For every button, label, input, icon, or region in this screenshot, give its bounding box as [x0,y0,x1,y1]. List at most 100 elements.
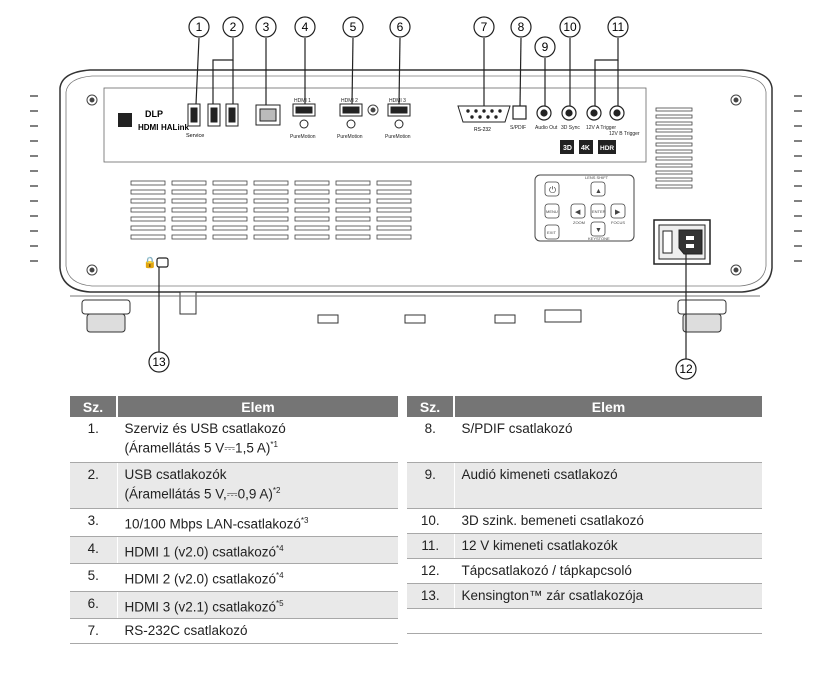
header-item: Elem [453,396,762,417]
arrow-down-icon: ▼ [595,227,602,234]
table-row: 8. S/PDIF csatlakozó [407,417,762,463]
callout-4: 4 [294,16,316,38]
arrow-right-icon: ▶ [615,209,621,216]
puremotion-label-1: PureMotion [290,134,316,140]
row-item: HDMI 1 (v2.0) csatlakozó*4 [116,536,398,564]
usb-ports [187,103,239,127]
hdmi-logo: HDMI [138,123,158,132]
svg-text:2: 2 [230,20,237,34]
svg-text:5: 5 [350,20,357,34]
row-number: 1. [70,417,117,463]
audio-out-label: Audio Out [535,125,558,131]
power-inlet [653,219,711,265]
svg-text:8: 8 [518,20,525,34]
dlp-logo: DLP [145,109,163,119]
callouts: 1 2 3 4 5 6 7 8 9 10 11 12 13 [148,16,697,380]
logos: DLP HDMI HALink [118,109,190,132]
row-number: 3. [70,508,117,537]
row-item: RS-232C csatlakozó [116,618,398,644]
av-ports [512,105,625,121]
service-label: Service [186,133,204,139]
keypad-keystone: KEYSTONE [588,236,610,241]
table-row: 5. HDMI 2 (v2.0) csatlakozó*4 [70,563,398,592]
puremotion-label-3: PureMotion [385,134,411,140]
table-row: 11. 12 V kimeneti csatlakozók [407,533,762,559]
svg-text:1: 1 [196,20,203,34]
table-row [407,608,762,634]
arrow-left-icon: ◀ [575,209,581,216]
lan-port [255,104,281,126]
row-item: HDMI 2 (v2.0) csatlakozó*4 [116,563,398,592]
callout-9: 9 [534,36,556,58]
table-row: 7. RS-232C csatlakozó [70,618,398,644]
badge-4k: 4K [581,145,590,152]
row-item: 3D szink. bemeneti csatlakozó [453,508,762,534]
callout-11: 11 [607,16,629,38]
badge-hdr: HDR [600,145,614,152]
svg-text:12: 12 [679,362,693,376]
row-number: 5. [70,563,117,592]
3d-sync-label: 3D Sync [561,125,580,131]
header-no: Sz. [70,396,117,417]
header-no: Sz. [407,396,454,417]
row-item: Audió kimeneti csatlakozó [453,462,762,509]
badges: 3D 4K HDR [560,140,616,154]
table-row: 4. HDMI 1 (v2.0) csatlakozó*4 [70,536,398,564]
trigger-a-label: 12V A Trigger [586,125,616,131]
callout-13: 13 [148,351,170,373]
keypad-exit: EXIT [547,230,556,235]
row-number: 8. [407,417,454,463]
svg-text:9: 9 [542,40,549,54]
callout-10: 10 [559,16,581,38]
row-item: Tápcsatlakozó / tápkapcsoló [453,558,762,584]
table-row: 9. Audió kimeneti csatlakozó [407,462,762,509]
keypad-menu: MENU [546,209,558,214]
badge-3d: 3D [563,145,572,152]
svg-text:10: 10 [563,20,577,34]
callout-1: 1 [188,16,210,38]
hdmi2-label: HDMI 2 [341,98,358,104]
callout-3: 3 [255,16,277,38]
keypad-zoom: ZOOM [573,220,585,225]
svg-text:3: 3 [263,20,270,34]
row-item [453,608,762,634]
callout-2: 2 [222,16,244,38]
row-number: 2. [70,462,117,509]
table-row: 6. HDMI 3 (v2.1) csatlakozó*5 [70,591,398,619]
row-number: 6. [70,591,117,619]
callout-8: 8 [510,16,532,38]
table-row: 3. 10/100 Mbps LAN-csatlakozó*3 [70,508,398,537]
table-header-row: Sz. Elem [70,396,398,417]
projector-rear-diagram: DLP HDMI HALink Service HDMI 1 HDMI 2 HD… [30,16,802,380]
row-number: 13. [407,583,454,609]
hdmi1-label: HDMI 1 [294,98,311,104]
rs232-port [457,105,511,123]
spdif-label: S/PDIF [510,125,526,131]
io-panel [103,87,647,163]
table-row: 13. Kensington™ zár csatlakozója [407,583,762,609]
connector-table-right: Sz. Elem 8. S/PDIF csatlakozó 9. Audió k… [407,396,762,634]
hdmi-ports [292,103,411,129]
projector-feet [70,291,760,333]
table-row: 1. Szerviz és USB csatlakozó(Áramellátás… [70,417,398,463]
callout-12: 12 [675,358,697,380]
connector-table-left: Sz. Elem 1. Szerviz és USB csatlakozó(Ár… [70,396,398,644]
row-item: Szerviz és USB csatlakozó(Áramellátás 5 … [116,417,398,463]
keypad-enter: ENTER [592,209,606,214]
callout-6: 6 [389,16,411,38]
vent-grille-left [130,180,412,240]
row-number: 4. [70,536,117,564]
callout-5: 5 [342,16,364,38]
svg-text:4: 4 [302,20,309,34]
puremotion-label-2: PureMotion [337,134,363,140]
row-number: 7. [70,618,117,644]
table-row: 10. 3D szink. bemeneti csatlakozó [407,508,762,534]
row-number: 10. [407,508,454,534]
table-header-row: Sz. Elem [407,396,762,417]
row-item: HDMI 3 (v2.1) csatlakozó*5 [116,591,398,619]
row-item: Kensington™ zár csatlakozója [453,583,762,609]
svg-text:6: 6 [397,20,404,34]
row-item: S/PDIF csatlakozó [453,417,762,463]
keypad-focus: FOCUS [611,220,625,225]
side-vents [30,95,802,262]
